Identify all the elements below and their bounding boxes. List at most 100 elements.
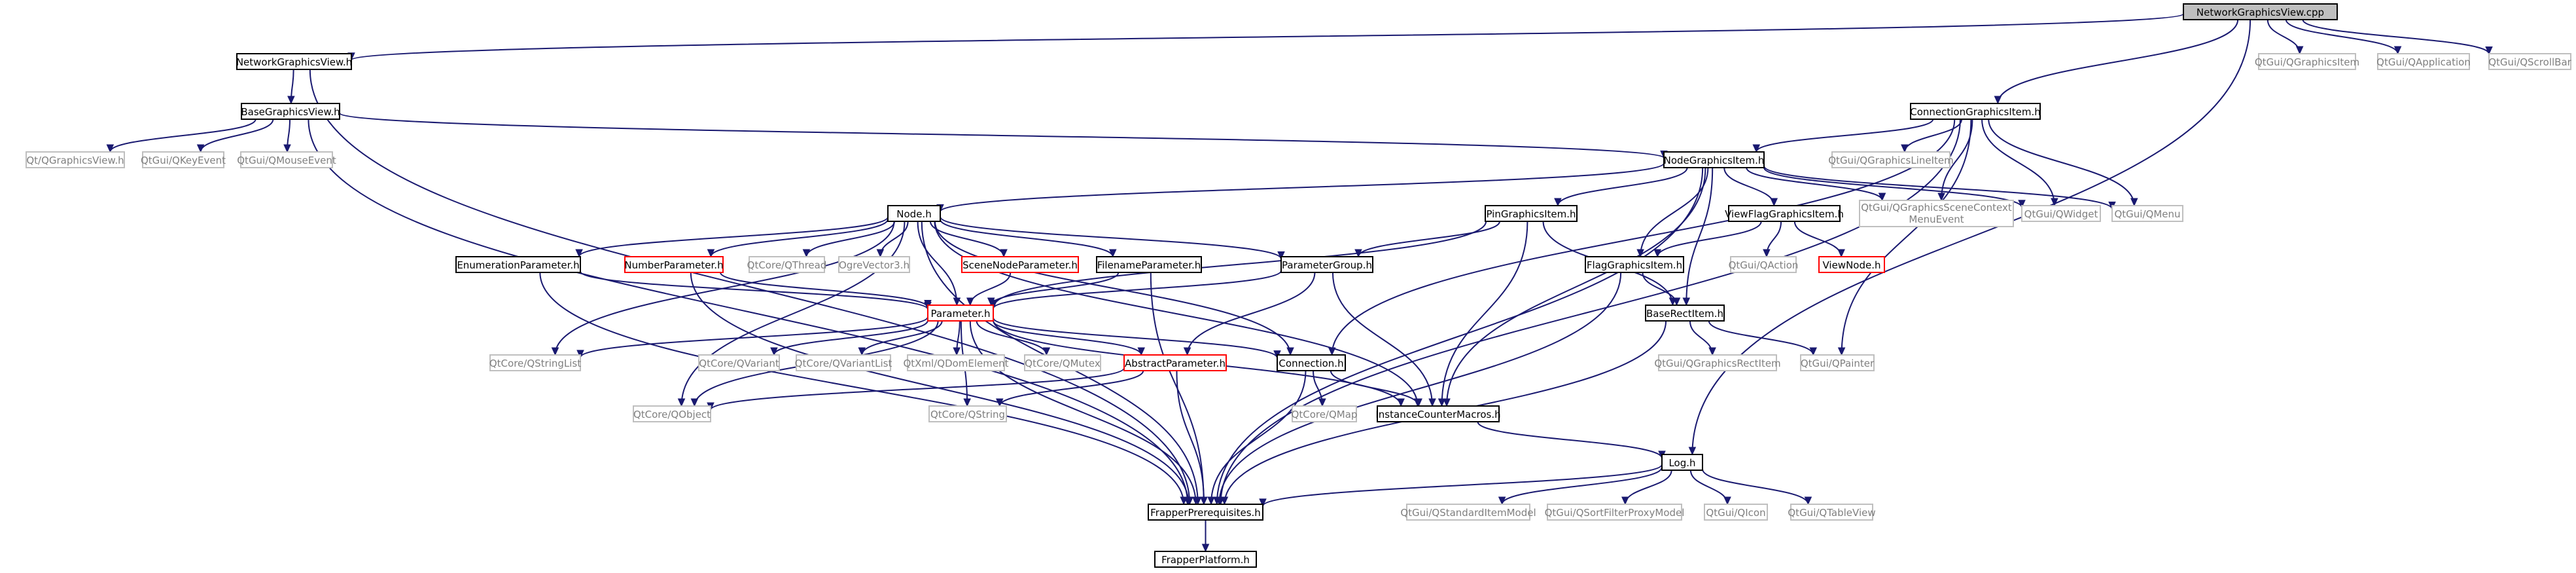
node-box xyxy=(240,151,333,168)
edge-line xyxy=(308,119,1189,505)
edge-arrowhead xyxy=(1259,498,1267,508)
edge-line xyxy=(917,221,958,306)
node-fp-h[interactable]: FrapperPrerequisites.h xyxy=(1148,504,1263,521)
node-label: QtGui/QPainter xyxy=(1801,358,1875,369)
node-box xyxy=(2258,53,2356,70)
node-pgi-h[interactable]: PinGraphicsItem.h xyxy=(1485,205,1578,222)
edge-param_h-to-qmutex xyxy=(976,320,1051,356)
node-box xyxy=(1024,354,1101,371)
node-label: Log.h xyxy=(1668,457,1695,469)
edge-arrowhead xyxy=(2018,200,2026,208)
edge-conn_h-to-qmap xyxy=(1313,370,1326,407)
node-bri-h[interactable]: BaseRectItem.h xyxy=(1645,305,1725,322)
edge-pg_h-to-icm_h xyxy=(1332,272,1436,407)
node-box xyxy=(1280,256,1373,273)
edge-log_h-to-fp_h xyxy=(1259,464,1663,508)
edge-line xyxy=(2302,19,2490,54)
edge-node_h-to-conn_h xyxy=(934,221,1294,356)
edge-log_h-to-qsfpm xyxy=(1621,470,1672,506)
node-label: InstanceCounterMacros.h xyxy=(1375,409,1500,420)
node-vfgi-h[interactable]: ViewFlagGraphicsItem.h xyxy=(1725,205,1844,222)
node-cgi-h[interactable]: ConnectionGraphicsItem.h xyxy=(1910,103,2041,120)
node-fgi-h[interactable]: FlagGraphicsItem.h xyxy=(1585,256,1684,273)
edge-line xyxy=(1997,19,2239,104)
edge-line xyxy=(993,320,1142,356)
node-fplat-h[interactable]: FrapperPlatform.h xyxy=(1154,551,1257,568)
node-pg-h[interactable]: ParameterGroup.h xyxy=(1280,256,1373,273)
edge-ngi_h-to-bri_h xyxy=(1682,167,1714,306)
node-label: QtGui/QGraphicsItem xyxy=(2255,56,2359,68)
node-box xyxy=(1663,151,1765,168)
node-param-h[interactable]: Parameter.h xyxy=(927,305,994,322)
node-qgv: Qt/QGraphicsView.h xyxy=(26,151,125,168)
edge-log_h-to-qtv xyxy=(1702,469,1812,506)
edge-ngi_h-to-node_h xyxy=(936,162,1665,213)
edge-arrowhead xyxy=(1000,249,1008,258)
node-ap-h[interactable]: AbstractParameter.h xyxy=(1123,354,1227,371)
edge-arrowhead xyxy=(1498,496,1506,506)
edge-ngi_h-to-pgi_h xyxy=(1554,167,1688,207)
edge-arrowhead xyxy=(1428,398,1436,407)
node-label: FrapperPrerequisites.h xyxy=(1150,507,1261,519)
edge-line xyxy=(710,219,889,257)
node-label: FrapperPlatform.h xyxy=(1161,554,1250,566)
node-bgv-h[interactable]: BaseGraphicsView.h xyxy=(241,103,340,120)
node-fnp-h[interactable]: FilenameParameter.h xyxy=(1096,256,1202,273)
node-ngv-h[interactable]: NetworkGraphicsView.h xyxy=(236,53,352,70)
node-label: QtGui/QMouseEvent xyxy=(237,155,336,166)
node-icm-h[interactable]: InstanceCounterMacros.h xyxy=(1375,405,1501,422)
edge-arrowhead xyxy=(1688,447,1697,456)
node-box xyxy=(1547,504,1682,521)
edge-line xyxy=(1446,167,1706,407)
edge-line xyxy=(1218,272,1622,505)
node-enum-h[interactable]: EnumerationParameter.h xyxy=(455,256,581,273)
edge-line xyxy=(940,162,1665,213)
edge-line xyxy=(2285,19,2399,54)
node-box xyxy=(1661,454,1703,471)
edge-line xyxy=(861,320,943,356)
node-num-h[interactable]: NumberParameter.h xyxy=(624,256,724,273)
node-ngi-h[interactable]: NodeGraphicsItem.h xyxy=(1663,151,1765,168)
edge-pg_h-to-ap_h xyxy=(1183,272,1316,356)
edge-arrowhead xyxy=(1708,347,1716,356)
node-qvl: QtCore/QVariantList xyxy=(795,354,892,371)
edge-icm_h-to-log_h xyxy=(1477,421,1666,460)
edge-line xyxy=(539,272,1185,505)
node-log-h[interactable]: Log.h xyxy=(1661,454,1703,471)
edge-line xyxy=(680,221,906,407)
node-box xyxy=(1148,504,1263,521)
edge-fgi_h-to-fp_h xyxy=(1215,272,1622,506)
edge-param_h-to-conn_h xyxy=(993,317,1281,359)
edge-arrowhead xyxy=(1901,144,1909,153)
edge-line xyxy=(1640,167,1709,257)
edge-arrowhead xyxy=(1191,496,1200,506)
node-box xyxy=(1728,205,1841,222)
edge-fnp_h-to-param_h xyxy=(987,272,1120,306)
edge-param_h-to-qdom xyxy=(953,320,961,356)
node-box xyxy=(838,256,910,273)
node-node-h[interactable]: Node.h xyxy=(887,205,941,222)
edge-line xyxy=(1657,221,1762,257)
node-ngv-cpp[interactable]: NetworkGraphicsView.cpp xyxy=(2183,3,2338,20)
node-label: FilenameParameter.h xyxy=(1097,259,1201,271)
node-qmenu: QtGui/QMenu xyxy=(2111,205,2183,222)
node-label: FlagGraphicsItem.h xyxy=(1587,259,1682,271)
node-label: QtGui/QAction xyxy=(1729,259,1799,271)
node-qsl: QtCore/QStringList xyxy=(489,354,581,371)
node-label: BaseRectItem.h xyxy=(1646,308,1723,320)
edge-arrowhead xyxy=(2051,198,2058,207)
node-box xyxy=(236,53,352,70)
edge-bgv_h-to-ngi_h xyxy=(339,112,1668,159)
edge-arrowhead xyxy=(1415,398,1422,407)
node-viewnode-h[interactable]: ViewNode.h xyxy=(1818,256,1885,273)
node-box xyxy=(1292,405,1357,422)
node-qdom: QtXml/QDomElement xyxy=(903,354,1009,371)
edge-arrowhead xyxy=(106,144,115,153)
node-box xyxy=(1910,103,2041,120)
node-box xyxy=(2377,53,2470,70)
edge-line xyxy=(940,219,1114,257)
node-label: QtXml/QDomElement xyxy=(903,358,1008,369)
node-conn-h[interactable]: Connection.h xyxy=(1277,354,1346,371)
node-snp-h[interactable]: SceneNodeParameter.h xyxy=(961,256,1079,273)
